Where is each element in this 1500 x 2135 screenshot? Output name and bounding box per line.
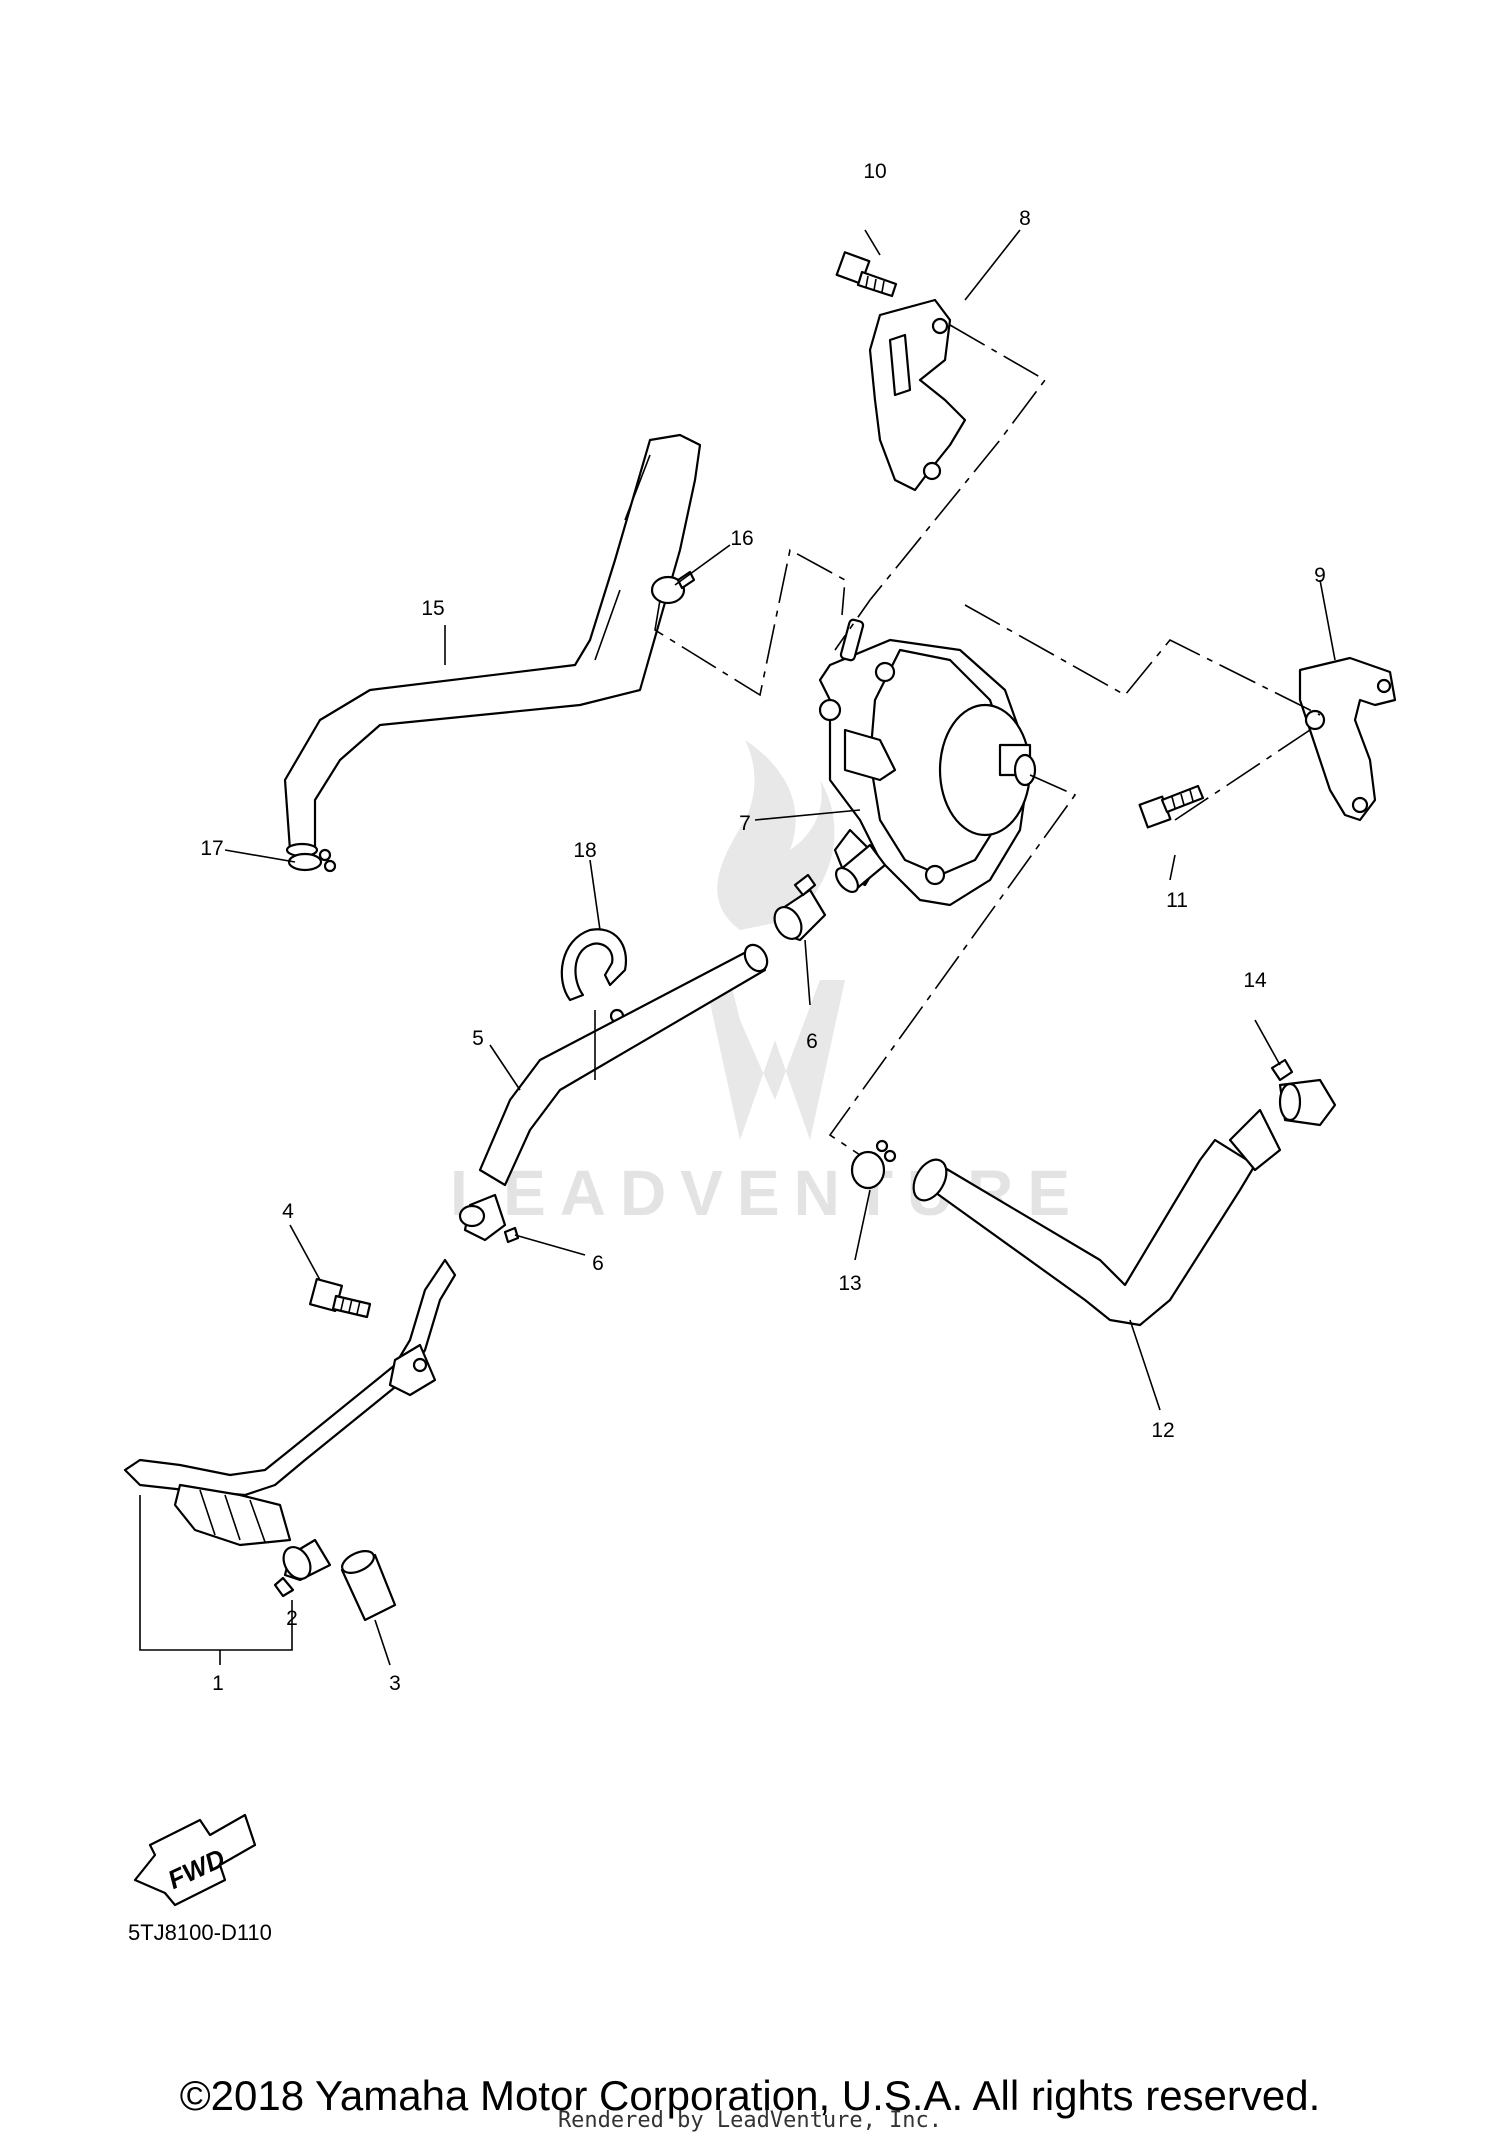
connection-lines bbox=[654, 324, 1321, 1156]
callout-6a: 6 bbox=[806, 1030, 818, 1053]
part-6-clamp-lower bbox=[458, 1193, 520, 1244]
callout-3: 3 bbox=[389, 1672, 401, 1695]
part-18-clip bbox=[560, 928, 628, 1024]
rendered-by-note: Rendered by LeadVenture, Inc. bbox=[557, 2108, 943, 2133]
part-7-valve bbox=[818, 618, 1037, 907]
part-17-clip bbox=[287, 848, 337, 873]
callout-9: 9 bbox=[1314, 564, 1326, 587]
callout-2: 2 bbox=[286, 1607, 298, 1630]
part-12-hose bbox=[912, 1108, 1282, 1327]
callout-4: 4 bbox=[282, 1200, 294, 1223]
callout-14: 14 bbox=[1243, 969, 1267, 992]
callout-13: 13 bbox=[838, 1272, 861, 1295]
fwd-arrow-icon: FWD bbox=[133, 1813, 257, 1907]
callout-1: 1 bbox=[212, 1672, 224, 1695]
part-9-bracket bbox=[1298, 656, 1397, 822]
part-3-sleeve bbox=[340, 1550, 397, 1622]
callout-18: 18 bbox=[573, 839, 596, 862]
valve-nozzle bbox=[835, 843, 887, 893]
part-13-clip bbox=[850, 1139, 897, 1190]
part-2-clamp bbox=[273, 1538, 332, 1598]
part-11-bolt bbox=[1138, 784, 1205, 829]
callout-12: 12 bbox=[1151, 1419, 1174, 1442]
callout-16: 16 bbox=[730, 527, 753, 550]
diagram-code: 5TJ8100-D110 bbox=[128, 1920, 272, 1945]
callout-10: 10 bbox=[863, 160, 886, 183]
callout-labels: 1 2 3 4 5 6 6 7 8 9 10 11 12 13 14 15 16… bbox=[200, 160, 1326, 1695]
leader-lines bbox=[139, 229, 1336, 1666]
callout-7: 7 bbox=[739, 812, 751, 835]
copyright-notice: ©2018 Yamaha Motor Corporation, U.S.A. A… bbox=[179, 2072, 1321, 2119]
callout-15: 15 bbox=[421, 597, 444, 620]
callout-5: 5 bbox=[472, 1027, 484, 1050]
part-1-pipe bbox=[123, 1258, 457, 1547]
callout-6b: 6 bbox=[592, 1252, 604, 1275]
part-8-bracket bbox=[868, 298, 967, 492]
part-14-clamp bbox=[1270, 1058, 1337, 1127]
callout-11: 11 bbox=[1166, 889, 1188, 912]
part-6-clamp-upper bbox=[773, 873, 827, 942]
part-4-bolt bbox=[308, 1277, 372, 1319]
part-5-hose bbox=[478, 943, 769, 1187]
callout-17: 17 bbox=[200, 837, 223, 860]
part-15-hose bbox=[283, 433, 702, 858]
callout-8: 8 bbox=[1019, 207, 1031, 230]
part-10-bolt bbox=[835, 251, 898, 298]
